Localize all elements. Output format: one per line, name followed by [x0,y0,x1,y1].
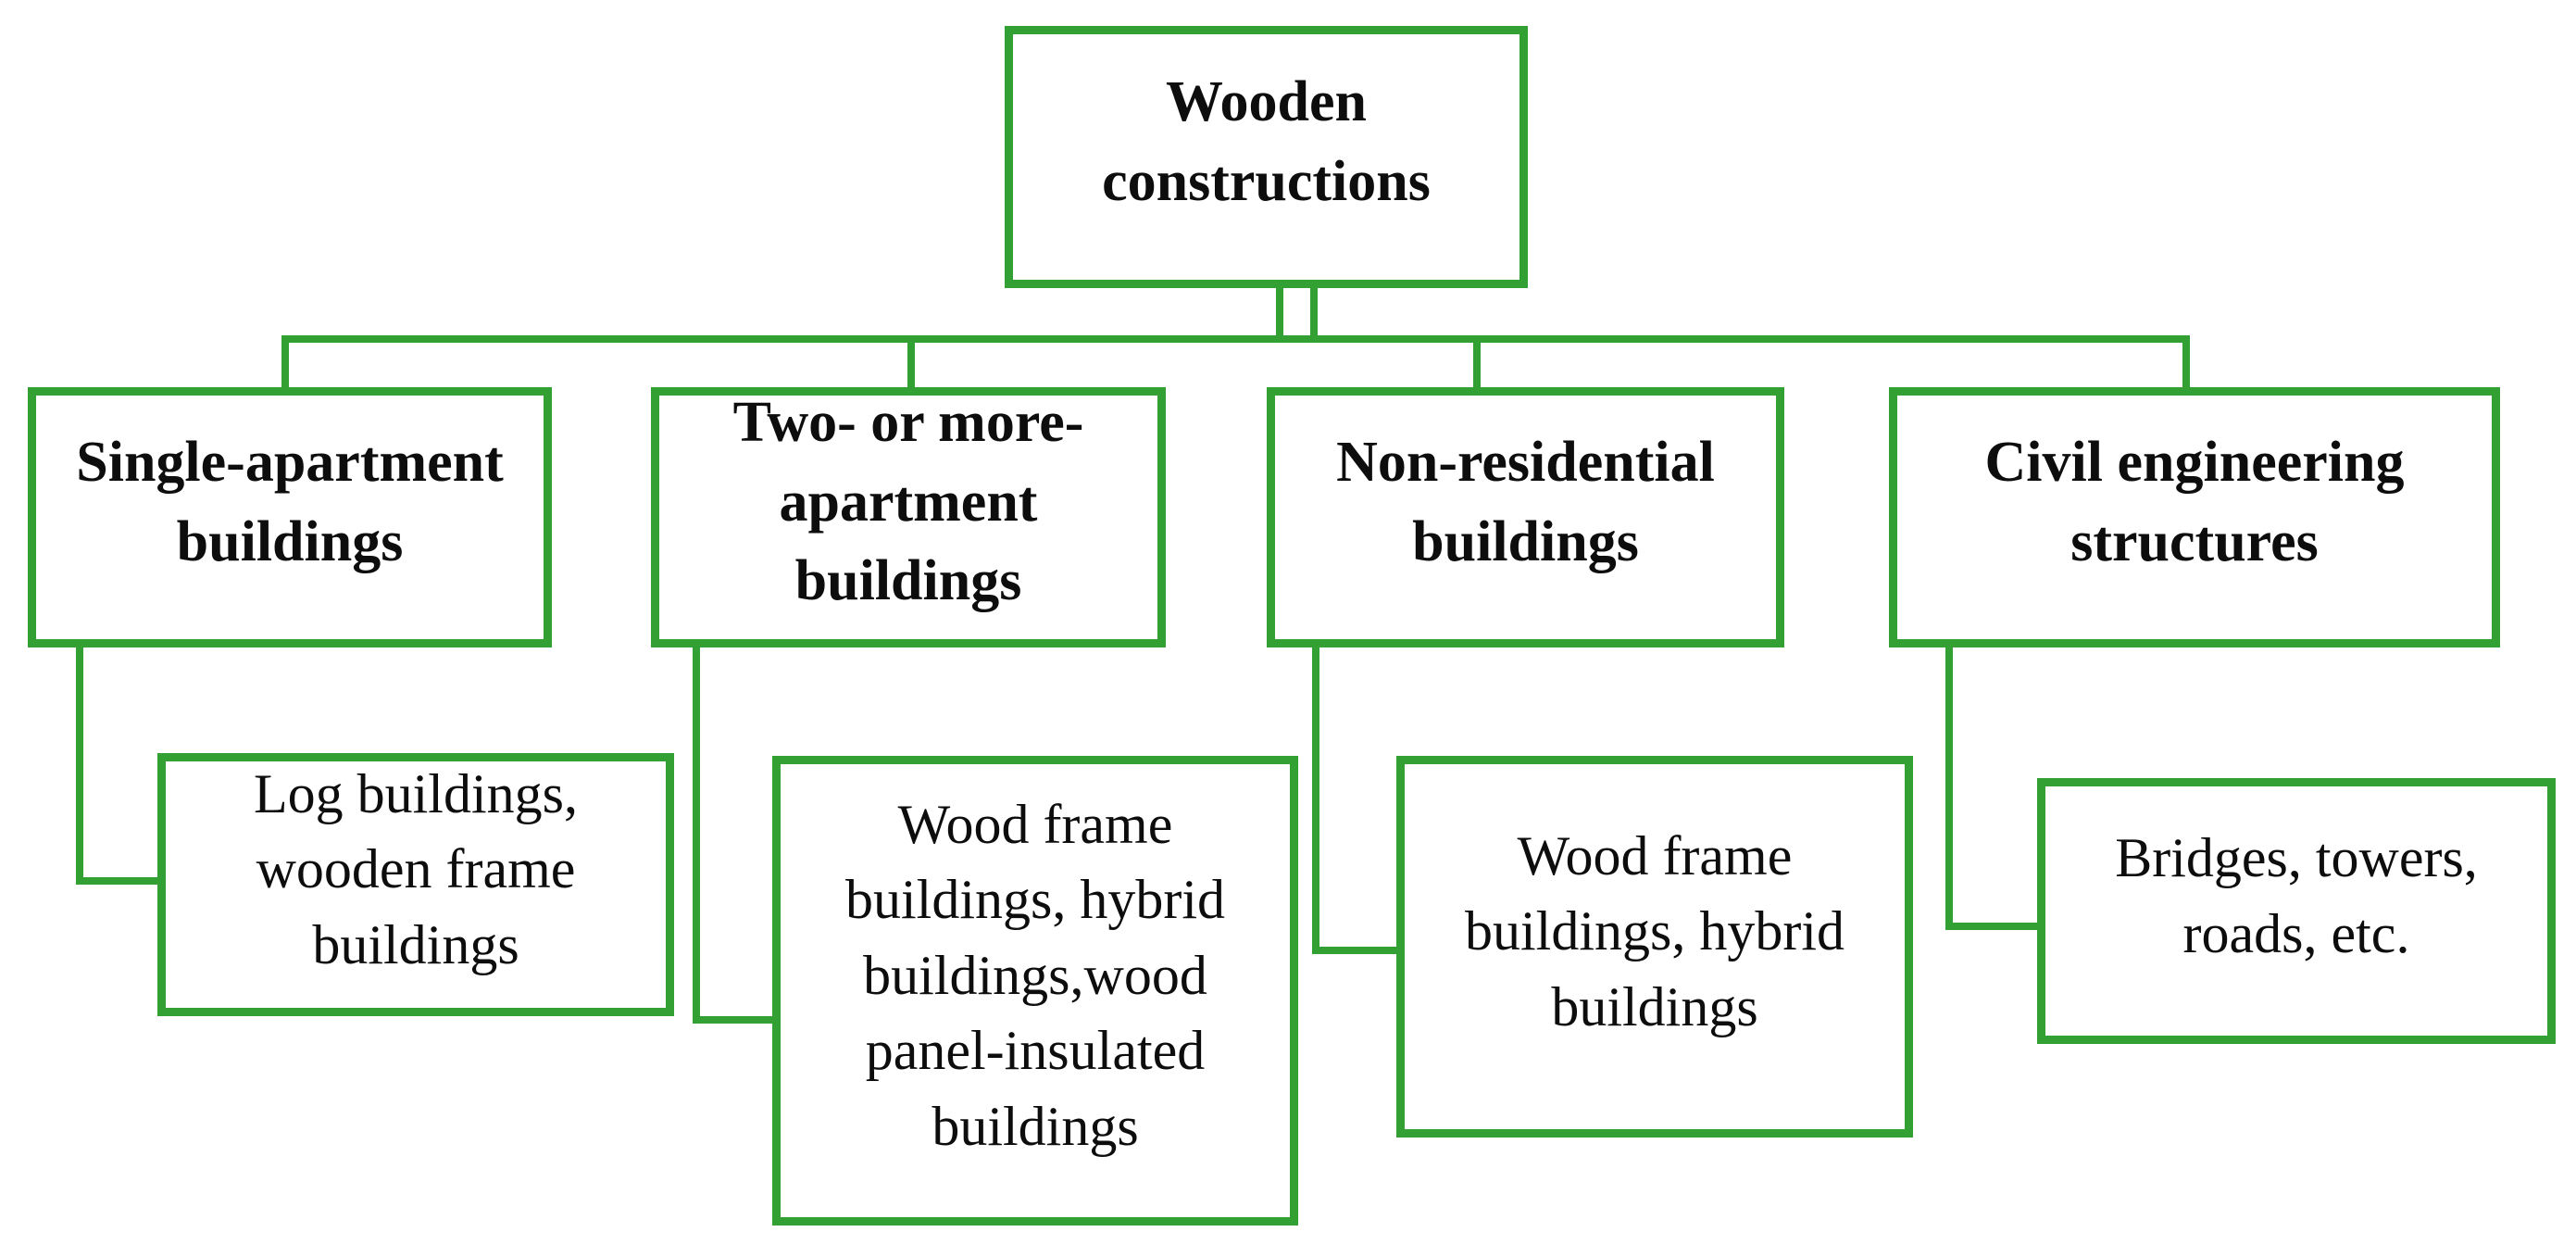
connector-root-stub-left [1276,288,1283,341]
connector-elbow-vertical-wood-frame-panel [693,646,700,1024]
connector-elbow-vertical-bridges-towers [1945,646,1953,930]
connector-elbow-vertical-wood-frame-hybrid [1312,646,1319,954]
connector-elbow-horizontal-log-buildings [76,877,157,885]
node-log-wooden-frame-buildings-label: Log buildings, wooden frame buildings [253,762,578,975]
node-log-wooden-frame-buildings: Log buildings, wooden frame buildings [157,753,674,1016]
connector-drop-two-or-more [907,335,915,387]
node-non-residential-buildings-label: Non-residential buildings [1336,430,1715,573]
node-bridges-towers-roads-label: Bridges, towers, roads, etc. [2115,826,2478,964]
node-wood-frame-hybrid-panel-buildings: Wood frame buildings, hybrid buildings,w… [772,756,1298,1226]
node-bridges-towers-roads: Bridges, towers, roads, etc. [2037,778,2556,1044]
node-two-or-more-apartment-buildings: Two- or more- apartment buildings [651,387,1166,647]
connector-root-stub-right [1310,288,1318,341]
node-wood-frame-hybrid-buildings-label: Wood frame buildings, hybrid buildings [1464,824,1844,1037]
node-wood-frame-hybrid-panel-buildings-label: Wood frame buildings, hybrid buildings,w… [844,793,1225,1157]
node-civil-engineering-structures: Civil engineering structures [1889,387,2500,647]
connector-elbow-horizontal-wood-frame-hybrid [1312,947,1396,954]
node-wooden-constructions: Wooden constructions [1005,26,1528,288]
node-non-residential-buildings: Non-residential buildings [1267,387,1784,647]
node-single-apartment-buildings: Single-apartment buildings [28,387,552,647]
node-wooden-constructions-label: Wooden constructions [1102,69,1431,213]
node-civil-engineering-structures-label: Civil engineering structures [1984,430,2405,573]
connector-drop-civil-engineering [2182,335,2190,387]
connector-elbow-horizontal-bridges-towers [1945,923,2037,930]
connector-elbow-horizontal-wood-frame-panel [693,1016,772,1024]
node-single-apartment-buildings-label: Single-apartment buildings [76,430,504,573]
node-wood-frame-hybrid-buildings: Wood frame buildings, hybrid buildings [1396,756,1913,1138]
connector-drop-non-residential [1473,335,1481,387]
connector-drop-single-apartment [281,335,289,387]
connector-elbow-vertical-log-buildings [76,646,83,885]
connector-horizontal-bus [281,335,2190,343]
node-two-or-more-apartment-buildings-label: Two- or more- apartment buildings [732,391,1084,613]
